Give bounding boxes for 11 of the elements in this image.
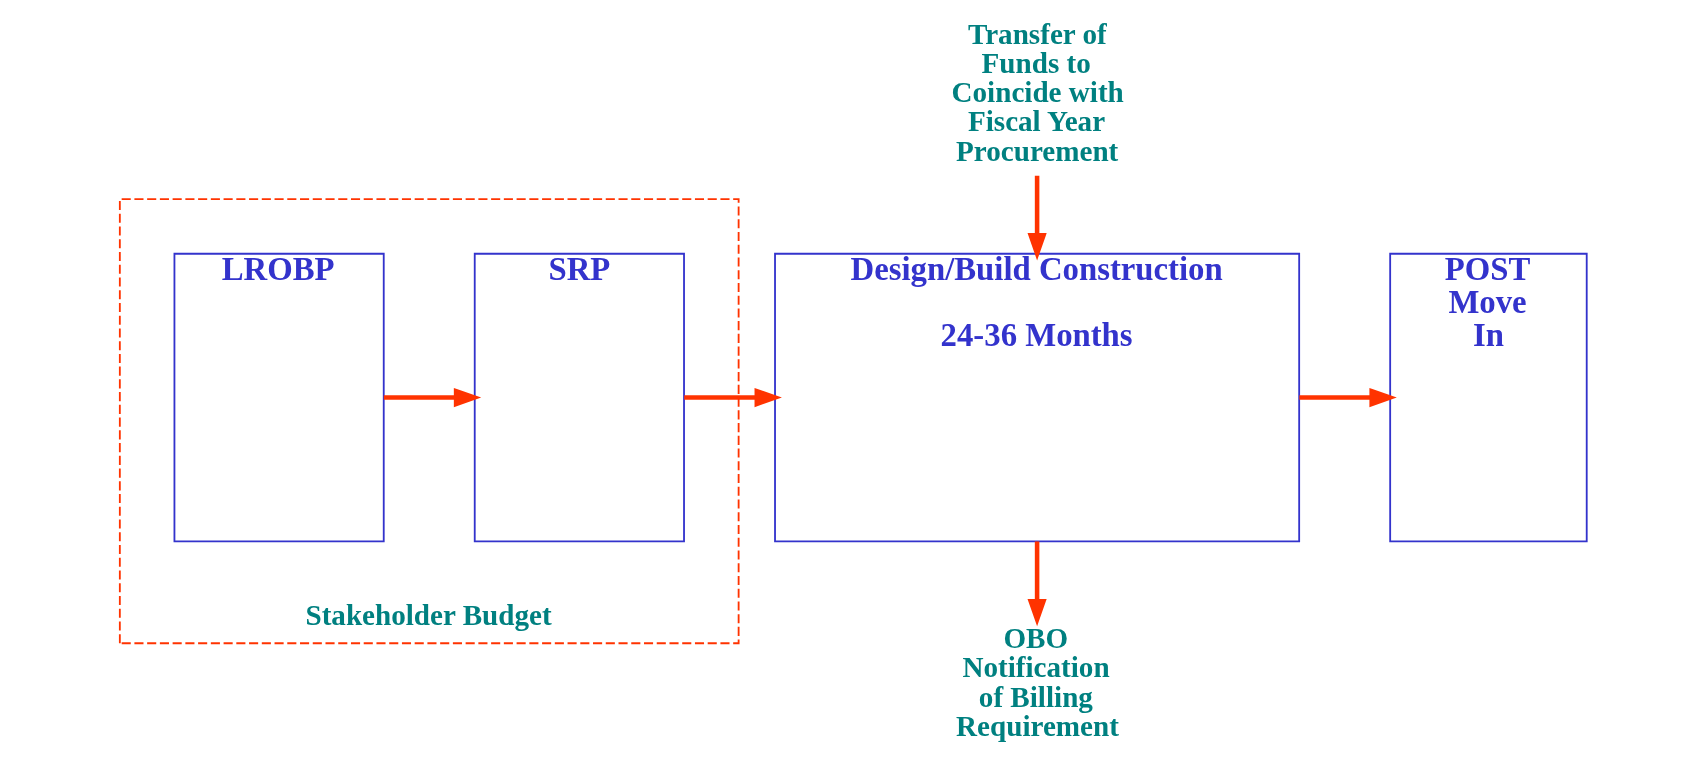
- arrow: [684, 388, 782, 408]
- node-box: Design/Build Construction 24-36 Months: [774, 252, 1301, 543]
- arrow: [1027, 541, 1047, 627]
- node-box: SRP: [473, 252, 685, 543]
- arrow: [1299, 388, 1397, 408]
- node-box: LROBP: [173, 252, 385, 543]
- arrow: [383, 388, 482, 408]
- node-text: OBO Notification of Billing Requirement: [956, 622, 1119, 742]
- arrow: [1027, 175, 1047, 261]
- node-text: Transfer of Funds to Coincide with Fiscal Year Procurement: [951, 18, 1124, 167]
- node-box: POST Move In: [1389, 252, 1588, 543]
